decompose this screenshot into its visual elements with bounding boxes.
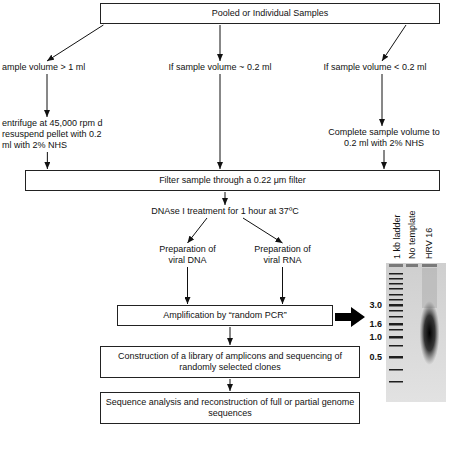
flow-arrow (230, 379, 231, 391)
step-label: Filter sample through a 0.22 μm filter (30, 175, 435, 186)
step-label: Amplification by “random PCR” (122, 310, 328, 321)
step-label: Sequence analysis and reconstruction of … (105, 397, 355, 419)
flow-arrow (220, 74, 221, 169)
flow-arrow (188, 218, 208, 243)
flow-arrow (187, 267, 188, 304)
step-label: Construction of a library of amplicons a… (105, 351, 355, 373)
step-text: ample volume > 1 ml (2, 62, 102, 73)
flow-arrow (382, 74, 383, 126)
flow-arrow (230, 327, 231, 345)
process-box: Filter sample through a 0.22 μm filter (25, 170, 440, 191)
flow-arrow (220, 25, 221, 61)
step-label: ample volume > 1 ml (2, 62, 102, 73)
size-marker: 1.0 (369, 332, 382, 343)
result-arrow (335, 307, 365, 327)
size-marker: 0.5 (369, 352, 382, 363)
step-text: Preparation of viral DNA (150, 244, 225, 266)
sample-smear (420, 301, 440, 365)
step-text: DNAse I treatment for 1 hour at 37ºC (135, 206, 315, 217)
size-marker: 1.6 (369, 319, 382, 330)
step-text: Complete sample volume to 0.2 ml with 2%… (325, 127, 443, 149)
step-label: Pooled or Individual Samples (105, 8, 435, 19)
lane-label: No template (407, 210, 418, 259)
flow-arrow (47, 25, 103, 61)
step-label: Preparation of viral DNA (150, 244, 225, 266)
step-label: If sample volume ~ 0.2 ml (145, 62, 295, 73)
step-text: If sample volume < 0.2 ml (305, 62, 445, 73)
step-text: Preparation of viral RNA (245, 244, 320, 266)
lane-label: HRV 16 (424, 228, 435, 259)
flow-arrow (225, 192, 226, 205)
step-label: Preparation of viral RNA (245, 244, 320, 266)
size-marker: 3.0 (369, 300, 382, 311)
lane-label: 1 kb ladder (392, 214, 403, 259)
process-box: Pooled or Individual Samples (100, 3, 440, 24)
ladder-bands (389, 273, 403, 383)
step-label: If sample volume < 0.2 ml (305, 62, 445, 73)
step-text: If sample volume ~ 0.2 ml (145, 62, 295, 73)
step-label: DNAse I treatment for 1 hour at 37ºC (135, 206, 315, 217)
flow-arrow (282, 267, 283, 304)
flow-arrow (47, 74, 48, 117)
process-box: Amplification by “random PCR” (117, 305, 333, 326)
step-text: entrifuge at 45,000 rpm d resuspend pell… (2, 118, 110, 151)
step-label: Complete sample volume to 0.2 ml with 2%… (325, 127, 443, 149)
flow-arrow (47, 152, 48, 169)
process-box: Construction of a library of amplicons a… (100, 346, 360, 378)
flow-arrow (243, 218, 283, 243)
gel-background (386, 263, 446, 402)
flow-arrow (384, 150, 385, 169)
gel-wells (389, 264, 437, 267)
process-box: Sequence analysis and reconstruction of … (100, 392, 360, 424)
step-label: entrifuge at 45,000 rpm d resuspend pell… (2, 118, 110, 151)
flow-arrow (382, 25, 406, 61)
